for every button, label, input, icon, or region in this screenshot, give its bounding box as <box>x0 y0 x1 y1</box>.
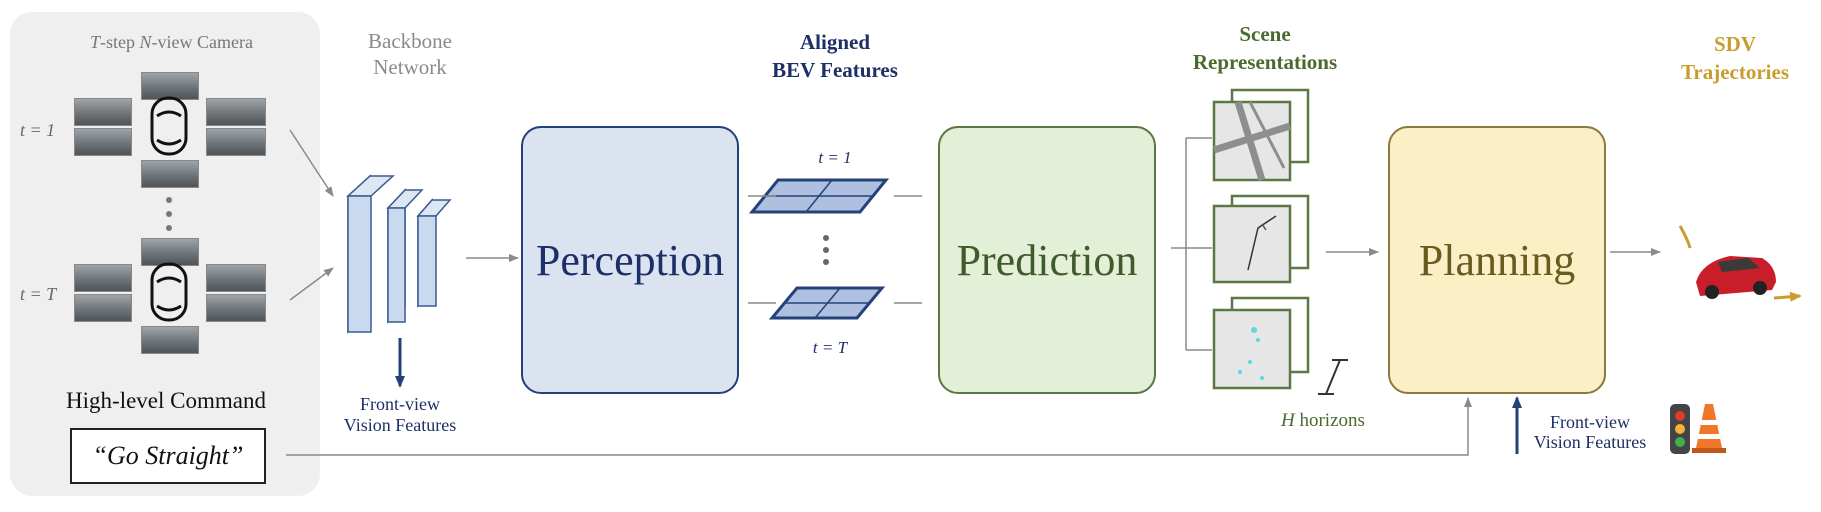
camera-image-front-right <box>206 98 266 126</box>
camera-image-front-left <box>74 264 132 292</box>
bev-plane-first <box>748 178 890 214</box>
backbone-network-icon <box>346 174 452 334</box>
perception-block: Perception <box>521 126 739 394</box>
traffic-cone-icon <box>1692 404 1726 453</box>
horizons-label: H horizons <box>1281 410 1365 431</box>
camera-image-back <box>141 326 199 354</box>
camera-image-back-right <box>206 294 266 322</box>
command-box: “Go Straight” <box>70 428 266 484</box>
bev-plane-last <box>768 286 886 320</box>
camera-image-back-left <box>74 128 132 156</box>
camera-image-back-left <box>74 294 132 322</box>
ellipsis-dots <box>166 197 172 231</box>
camera-image-front-right <box>206 264 266 292</box>
ego-car-icon <box>150 262 188 322</box>
prediction-block: Prediction <box>938 126 1156 394</box>
prediction-label: Prediction <box>956 235 1138 285</box>
planning-label: Planning <box>1418 235 1576 285</box>
scene-map-middle <box>1212 194 1310 284</box>
bev-label-first: t = 1 <box>818 148 852 167</box>
sdv-car-icon <box>1696 256 1776 299</box>
camera-image-front <box>141 72 199 100</box>
camera-image-back <box>141 160 199 188</box>
planning-block: Planning <box>1388 126 1606 394</box>
camera-arrow-last <box>289 267 334 301</box>
ellipsis-dots <box>823 235 829 265</box>
camera-arrow-first <box>289 129 334 197</box>
ego-car-icon <box>150 96 188 156</box>
scene-map-bottom <box>1212 296 1310 390</box>
trajectory-past <box>1678 225 1692 249</box>
timestep-label-last: t = T <box>20 284 57 304</box>
camera-image-front <box>141 238 199 266</box>
timestep-label-first: t = 1 <box>20 120 56 140</box>
bev-label-last: t = T <box>812 338 848 357</box>
command-to-planning-arrow <box>286 397 1472 456</box>
camera-image-back-right <box>206 128 266 156</box>
camera-image-front-left <box>74 98 132 126</box>
command-value: “Go Straight” <box>92 441 244 470</box>
scene-map-top <box>1212 88 1310 182</box>
prediction-to-scene-bracket <box>1171 137 1212 351</box>
perception-label: Perception <box>535 235 725 285</box>
camera-title: T-step N-view Camera <box>90 32 253 52</box>
horizons-bracket <box>1318 359 1348 395</box>
traffic-light-icon <box>1670 404 1690 454</box>
trajectory-future-arrow <box>1773 291 1802 302</box>
command-heading: High-level Command <box>66 388 266 413</box>
bev-connector-lines <box>748 195 922 304</box>
